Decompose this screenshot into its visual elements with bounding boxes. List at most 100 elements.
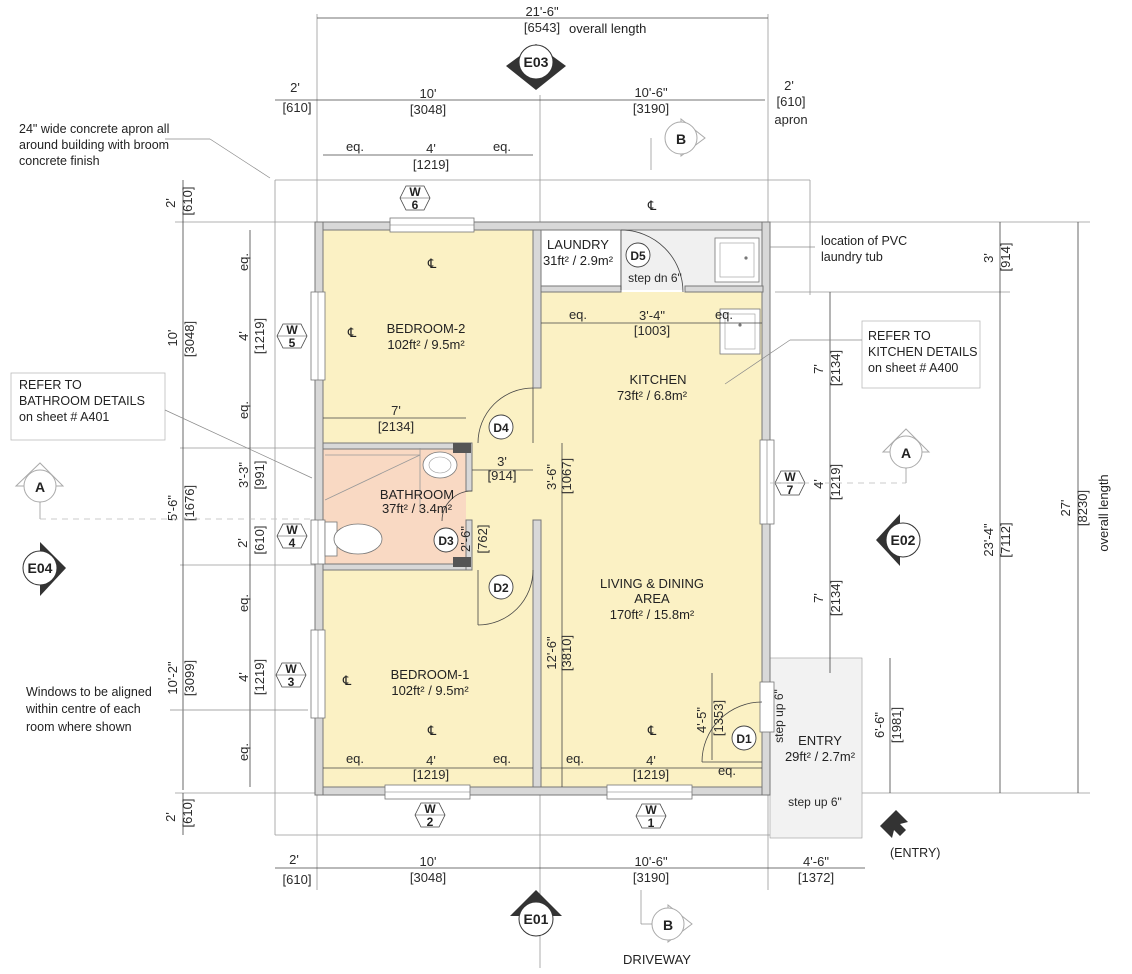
centerline-mark: ℄	[347, 325, 357, 340]
svg-text:W: W	[409, 185, 421, 199]
dim-window-w1: 4'	[646, 753, 656, 768]
window-tag-w2: W 2	[414, 802, 446, 829]
dim-main-depth-mm: [7112]	[998, 522, 1013, 557]
svg-text:E01: E01	[524, 911, 549, 927]
centerline-mark: ℄	[427, 256, 437, 271]
section-marker-a-left: A	[14, 462, 312, 520]
dim-overall-length-label: overall length	[569, 21, 646, 36]
svg-text:D2: D2	[493, 581, 509, 595]
dim-eq: eq.	[236, 743, 251, 761]
svg-text:D3: D3	[438, 534, 454, 548]
section-marker-a-right: A	[770, 428, 931, 484]
door-swings	[441, 229, 763, 763]
dim-bedroom2-width-mm: [2134]	[378, 419, 414, 434]
centerline-marks: ℄ ℄ ℄ ℄ ℄ ℄	[342, 198, 657, 738]
entry-step-up-horizontal: step up 6"	[788, 795, 842, 809]
dim-window-w6-mm: [1219]	[413, 157, 449, 172]
dim-eq: eq.	[493, 751, 511, 766]
elevation-marker-e01: E01	[510, 890, 562, 937]
svg-text:W: W	[424, 802, 436, 816]
centerline-mark: ℄	[647, 723, 657, 738]
svg-text:B: B	[676, 131, 686, 147]
dim-hall-length-mm: [1067]	[559, 458, 574, 494]
elevation-marker-e04: E04	[22, 542, 66, 596]
dim-living-depth: 7'	[811, 593, 826, 603]
dim-bathroom-depth-mm: [1676]	[182, 485, 197, 521]
dim-right-bay-mm: [3190]	[633, 101, 669, 116]
dim-left-bay-mm: [3048]	[410, 102, 446, 117]
dim-apron-bottom: 2'	[163, 812, 178, 822]
bedroom2-name: BEDROOM-2	[387, 321, 466, 336]
dim-d1-length: 4'-5"	[694, 707, 709, 733]
bathroom-area: 37ft² / 3.4m²	[382, 501, 453, 516]
dim-overall-length-mm: [6543]	[524, 20, 560, 35]
window-tag-w6: W 6	[399, 185, 431, 212]
room-fills	[323, 222, 863, 839]
note-windows-1: Windows to be aligned	[26, 685, 152, 699]
bedroom1-area: 102ft² / 9.5m²	[391, 683, 469, 698]
dim-left-bay-bottom-mm: [3048]	[410, 870, 446, 885]
door-tag-d4: D4	[488, 414, 514, 440]
door-tag-d5: D5	[625, 242, 651, 268]
dim-apron-left-bottom: 2'	[289, 852, 299, 867]
centerline-mark: ℄	[427, 723, 437, 738]
bedroom2-area: 102ft² / 9.5m²	[387, 337, 465, 352]
note-apron-3: concrete finish	[19, 154, 100, 168]
svg-text:3: 3	[288, 675, 295, 689]
dim-apron-right-label: apron	[774, 112, 807, 127]
fixtures	[324, 237, 761, 557]
living-name-2: AREA	[634, 591, 670, 606]
dim-window-w3-mm: [1219]	[252, 659, 267, 695]
svg-text:W: W	[286, 523, 298, 537]
laundry-name: LAUNDRY	[547, 237, 609, 252]
window-tag-w4: W 4	[276, 523, 308, 550]
entry-arrow-icon	[880, 810, 908, 838]
dim-kitchen-window: 3'-4"	[639, 308, 665, 323]
dim-window-w7: 4'	[811, 479, 826, 489]
door-tag-d1: D1	[731, 725, 757, 751]
entry-name: ENTRY	[798, 733, 842, 748]
note-bath-ref-3: on sheet # A401	[19, 410, 109, 424]
section-marker-b-bottom: B	[640, 890, 693, 943]
dim-laundry-depth-mm: [914]	[998, 243, 1013, 272]
svg-text:A: A	[35, 479, 45, 495]
dim-bedroom1-depth: 10'-2"	[165, 661, 180, 695]
left-dimensions: 2' [610] 10' [3048] 5'-6" [1676] 10'-2" …	[163, 180, 267, 790]
elevation-marker-e02: E02	[876, 514, 921, 566]
dim-entry-bay-mm: [1372]	[798, 870, 834, 885]
entry-step-up-vertical: step up 6"	[772, 689, 786, 743]
note-kitchen-ref-1: REFER TO	[868, 329, 931, 343]
dim-window-w7-mm: [1219]	[828, 464, 843, 500]
window-tags: W 6 W 5 W 4 W 3 W 2	[275, 185, 806, 830]
dim-eq: eq.	[566, 751, 584, 766]
svg-text:W: W	[286, 323, 298, 337]
dim-eq: eq.	[236, 401, 251, 419]
note-tub-2: laundry tub	[821, 250, 883, 264]
dim-eq: eq.	[569, 307, 587, 322]
dim-overall-right: 27'	[1058, 500, 1073, 517]
dim-window-w4-mm: [610]	[252, 526, 267, 555]
note-windows-3: room where shown	[26, 720, 132, 734]
dim-right-bay-bottom-mm: [3190]	[633, 870, 669, 885]
dim-window-w2: 4'	[426, 753, 436, 768]
interior-dimensions: 7' [2134] 3' [914] 3'-6" [1067] 2'-6" [7…	[323, 307, 762, 787]
window-openings	[310, 217, 775, 800]
dim-eq: eq.	[718, 763, 736, 778]
dim-overall-right-mm: [8230]	[1075, 490, 1090, 526]
dim-apron-left: 2'	[290, 80, 300, 95]
note-apron-2: around building with broom	[19, 138, 169, 152]
svg-text:1: 1	[648, 816, 655, 830]
kitchen-area: 73ft² / 6.8m²	[617, 388, 688, 403]
dim-left-bay: 10'	[420, 86, 437, 101]
dim-kitchen-depth: 7'	[811, 364, 826, 374]
laundry-area: 31ft² / 2.9m²	[543, 253, 614, 268]
window-tag-w7: W 7	[774, 470, 806, 497]
elevation-markers: E03 E01 E02 E04	[22, 44, 921, 937]
dim-kitchen-window-mm: [1003]	[634, 323, 670, 338]
dim-window-w6: 4'	[426, 141, 436, 156]
bottom-dimensions: eq. 4' [1219] eq. eq. 4' [1219] eq. 2' […	[163, 751, 865, 887]
dim-eq: eq.	[493, 139, 511, 154]
dim-apron-right-mm: [610]	[777, 94, 806, 109]
dim-living-length-mm: [3810]	[559, 635, 574, 671]
